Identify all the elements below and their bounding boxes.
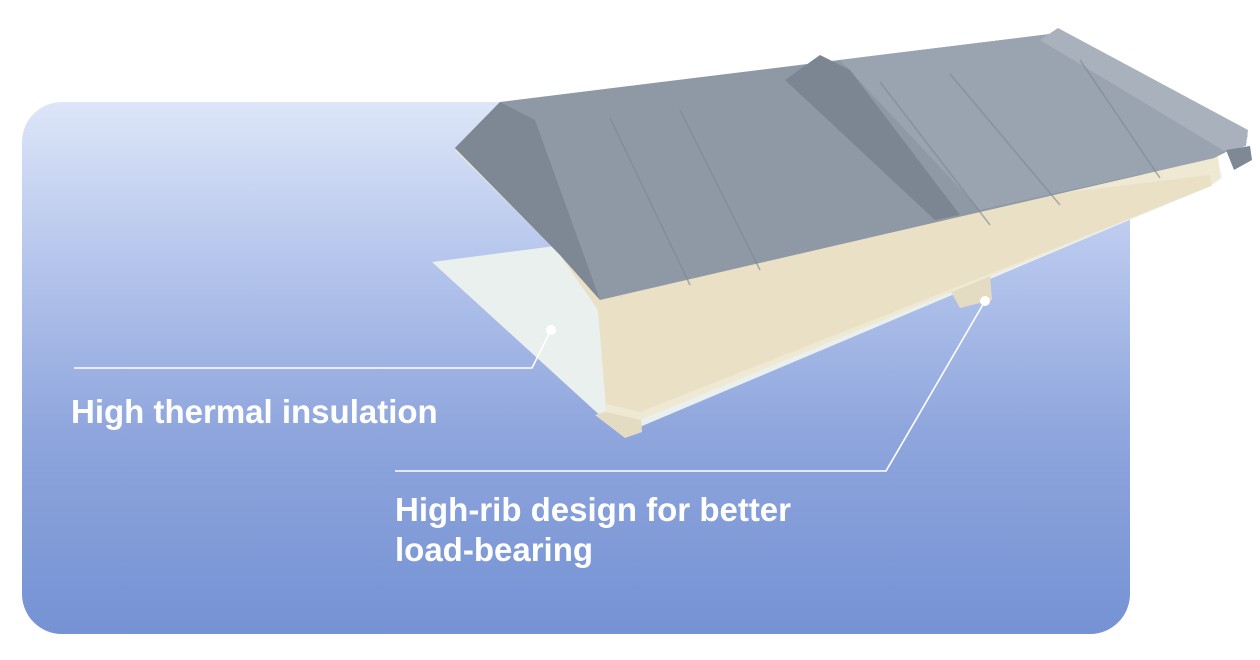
steel-highlight <box>840 34 1248 210</box>
callout-dot-rib <box>980 296 990 306</box>
steel-rib-middle <box>785 55 960 220</box>
callout-line-insulation <box>74 329 552 369</box>
foam-shade <box>560 175 1212 412</box>
callout-rib-line2: load-bearing <box>395 531 594 568</box>
callout-rib-line1: High-rib design for better <box>395 491 791 528</box>
steel-grooves <box>609 59 1161 286</box>
steel-rib-right <box>1040 28 1248 152</box>
callout-rib-label: High-rib design for better load-bearing <box>395 490 791 570</box>
callout-line-rib <box>395 300 986 472</box>
callout-dot-insulation <box>546 325 556 335</box>
callout-insulation-label: High thermal insulation <box>71 393 438 430</box>
steel-edge-hook <box>1226 146 1252 170</box>
steel-rib-left <box>455 102 600 300</box>
